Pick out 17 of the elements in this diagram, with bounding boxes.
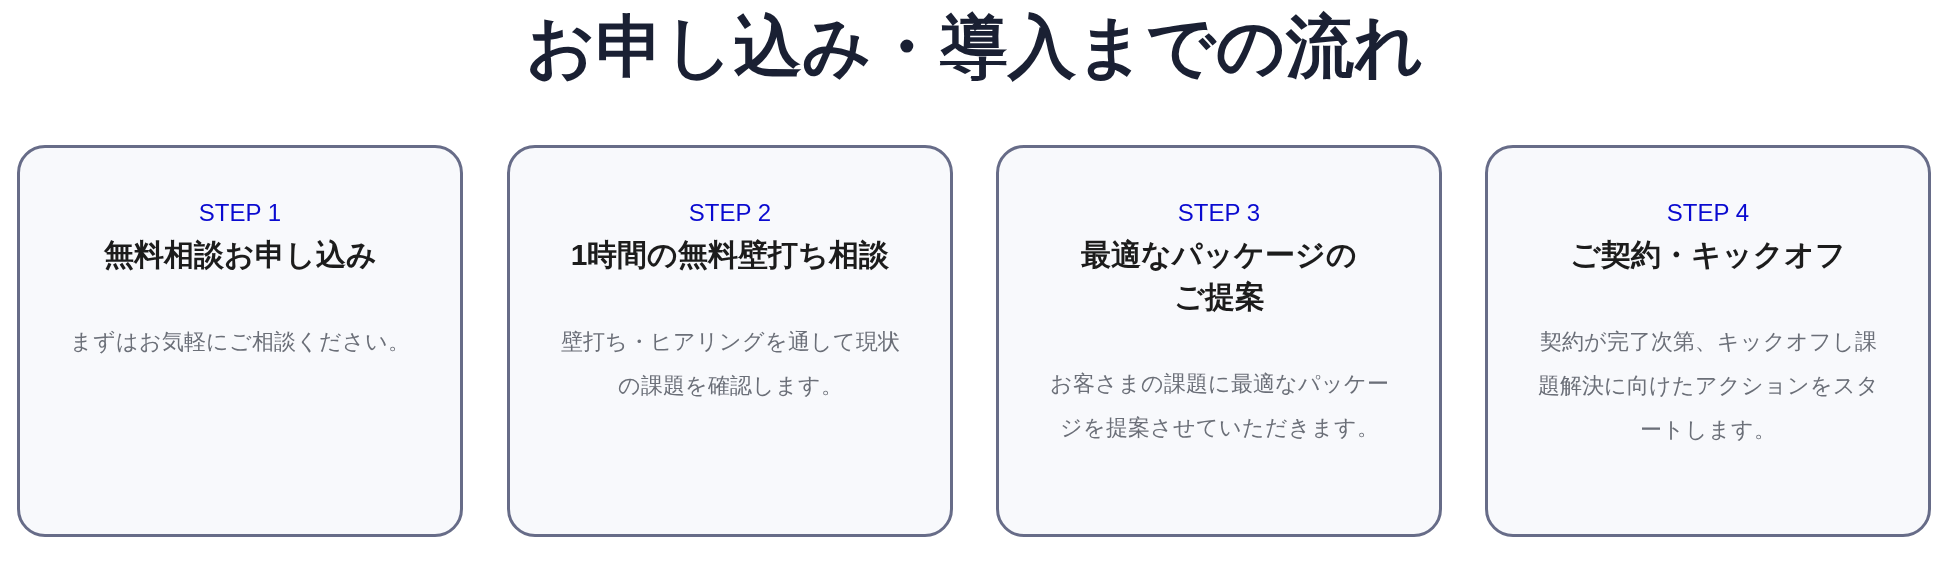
step-label: STEP 3 (1177, 198, 1261, 228)
step-heading: 最適なパッケージのご提案 (1080, 237, 1358, 315)
step-description: 壁打ち・ヒアリングを通して現状の課題を確認します。 (559, 328, 901, 400)
step-heading: 1時間の無料壁打ち相談 (570, 237, 890, 273)
step-card (17, 145, 463, 537)
step-label: STEP 2 (688, 198, 772, 228)
title: お申し込み・導入までの流れ (526, 7, 1424, 86)
step-heading: ご契約・キックオフ (1570, 237, 1846, 273)
step-card (996, 145, 1442, 537)
step-label: STEP 4 (1666, 198, 1750, 228)
step-card (507, 145, 953, 537)
step-heading: 無料相談お申し込み (103, 237, 377, 273)
step-description: 契約が完了次第、キックオフし課題解決に向けたアクションをスタートします。 (1536, 328, 1880, 444)
step-description: まずはお気軽にご相談ください。 (70, 328, 410, 356)
step-label: STEP 1 (198, 198, 282, 228)
step-card (1485, 145, 1931, 537)
step-description: お客さまの課題に最適なパッケージを提案させていただきます。 (1048, 370, 1390, 442)
